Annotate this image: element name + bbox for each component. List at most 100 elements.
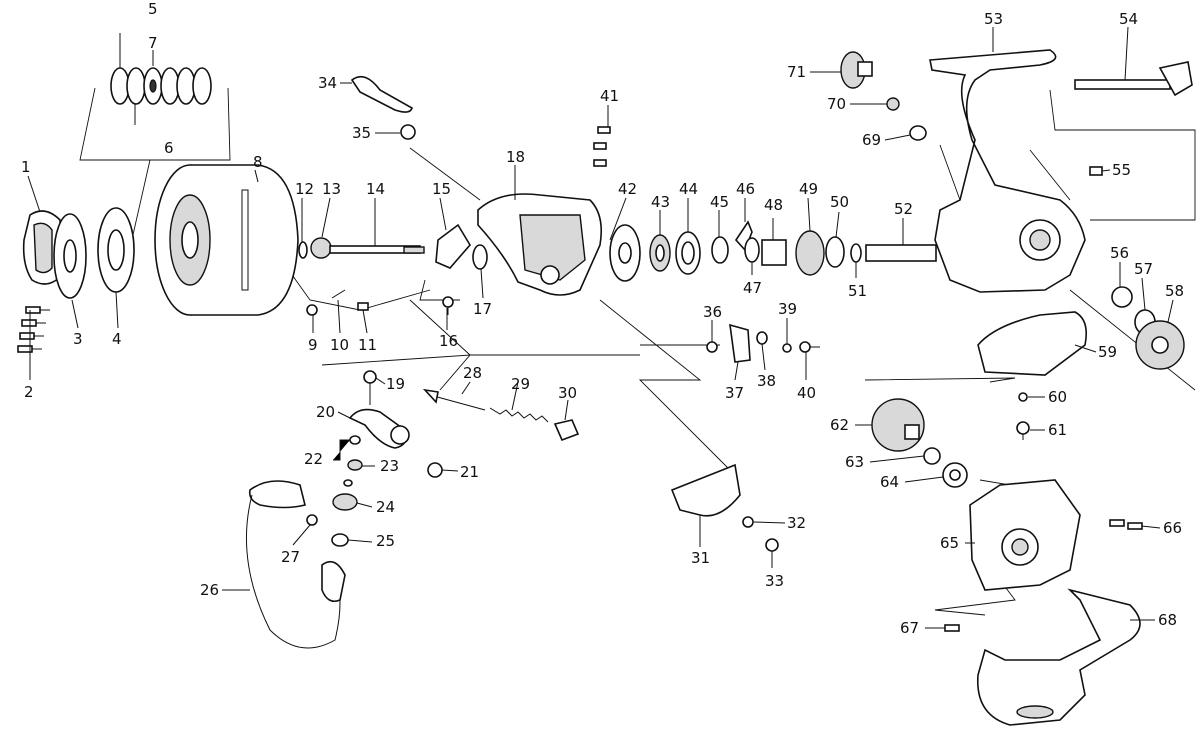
- part-59-cover: [977, 311, 1088, 376]
- label-part-12: 12: [295, 180, 314, 198]
- label-part-58: 58: [1165, 282, 1184, 300]
- label-part-67: 67: [900, 619, 919, 637]
- label-part-27: 27: [281, 548, 300, 566]
- part-9-11-clicker: [306, 289, 369, 316]
- label-part-63: 63: [845, 453, 864, 471]
- part-53-body: [929, 49, 1086, 293]
- label-part-6: 6: [164, 139, 174, 157]
- part-28-30-spring-assembly: [422, 388, 580, 442]
- part-15-slider: [435, 223, 471, 269]
- label-part-62: 62: [830, 416, 849, 434]
- label-part-68: 68: [1158, 611, 1177, 629]
- part-4-plate: [97, 207, 135, 293]
- part-8-spool: [154, 164, 299, 316]
- label-part-23: 23: [380, 457, 399, 475]
- label-part-14: 14: [366, 180, 385, 198]
- label-part-29: 29: [511, 375, 530, 393]
- label-part-33: 33: [765, 572, 784, 590]
- part-43-48-bearings: [649, 220, 787, 275]
- label-part-56: 56: [1110, 244, 1129, 262]
- part-60-61-screws: [1016, 392, 1030, 440]
- label-part-26: 26: [200, 581, 219, 599]
- assembly-guide-lines: [79, 87, 1196, 616]
- leader-lines: [27, 26, 1174, 629]
- label-part-30: 30: [558, 384, 577, 402]
- label-part-59: 59: [1098, 343, 1117, 361]
- label-part-65: 65: [940, 534, 959, 552]
- label-part-39: 39: [778, 300, 797, 318]
- part-54-shaft: [1074, 61, 1193, 97]
- label-part-31: 31: [691, 549, 710, 567]
- label-part-50: 50: [830, 193, 849, 211]
- label-part-55: 55: [1112, 161, 1131, 179]
- label-part-1: 1: [21, 158, 31, 176]
- part-34-35-lever: [350, 75, 416, 140]
- part-36-40-small-parts: [706, 323, 820, 363]
- label-part-37: 37: [725, 384, 744, 402]
- part-19-27-bail-arm: [245, 370, 443, 649]
- part-31-33-bail-bracket: [670, 463, 779, 565]
- label-part-7: 7: [148, 34, 158, 52]
- part-62-64-drive-gear: [871, 398, 968, 488]
- label-part-21: 21: [460, 463, 479, 481]
- label-part-44: 44: [679, 180, 698, 198]
- label-part-70: 70: [827, 95, 846, 113]
- part-2-screws: [17, 306, 50, 353]
- label-part-69: 69: [862, 131, 881, 149]
- part-12-13-washers: [298, 237, 332, 259]
- part-65-side-cover: [969, 479, 1081, 591]
- label-part-41: 41: [600, 87, 619, 105]
- part-17-bushing: [472, 244, 488, 270]
- part-16-screw: [442, 296, 454, 315]
- label-part-48: 48: [764, 196, 783, 214]
- label-part-16: 16: [439, 332, 458, 350]
- label-part-46: 46: [736, 180, 755, 198]
- label-part-36: 36: [703, 303, 722, 321]
- label-part-32: 32: [787, 514, 806, 532]
- part-55-pin: [1089, 166, 1103, 176]
- label-part-13: 13: [322, 180, 341, 198]
- label-part-10: 10: [330, 336, 349, 354]
- label-part-64: 64: [880, 473, 899, 491]
- label-part-54: 54: [1119, 10, 1138, 28]
- part-42-plate: [609, 224, 641, 282]
- label-part-2: 2: [24, 383, 34, 401]
- label-part-34: 34: [318, 74, 337, 92]
- label-part-49: 49: [799, 180, 818, 198]
- label-part-5: 5: [148, 0, 158, 18]
- label-part-43: 43: [651, 193, 670, 211]
- label-part-15: 15: [432, 180, 451, 198]
- label-part-24: 24: [376, 498, 395, 516]
- label-part-61: 61: [1048, 421, 1067, 439]
- label-part-9: 9: [308, 336, 318, 354]
- part-5-7-drag-washers: [110, 67, 212, 105]
- part-14-main-shaft: [329, 245, 425, 254]
- part-41-screws: [593, 126, 611, 167]
- label-part-20: 20: [316, 403, 335, 421]
- label-part-18: 18: [506, 148, 525, 166]
- label-part-28: 28: [463, 364, 482, 382]
- label-part-4: 4: [112, 330, 122, 348]
- label-part-42: 42: [618, 180, 637, 198]
- label-part-45: 45: [710, 193, 729, 211]
- label-part-53: 53: [984, 10, 1003, 28]
- label-part-11: 11: [358, 336, 377, 354]
- label-part-66: 66: [1163, 519, 1182, 537]
- label-part-38: 38: [757, 372, 776, 390]
- label-part-25: 25: [376, 532, 395, 550]
- label-part-47: 47: [743, 279, 762, 297]
- part-18-rotor: [477, 193, 603, 296]
- label-part-22: 22: [304, 450, 323, 468]
- label-part-60: 60: [1048, 388, 1067, 406]
- part-number-labels: 1 2 3 4 5 6 7 8 9 10 11 12 13 14 15 16 1…: [21, 0, 1184, 637]
- label-part-8: 8: [253, 153, 263, 171]
- part-68-handle: [977, 588, 1141, 726]
- part-56-58-gears: [1111, 286, 1185, 370]
- label-part-71: 71: [787, 63, 806, 81]
- part-49-52-drive: [795, 230, 937, 276]
- label-part-52: 52: [894, 200, 913, 218]
- label-part-57: 57: [1134, 260, 1153, 278]
- label-part-19: 19: [386, 375, 405, 393]
- label-part-35: 35: [352, 124, 371, 142]
